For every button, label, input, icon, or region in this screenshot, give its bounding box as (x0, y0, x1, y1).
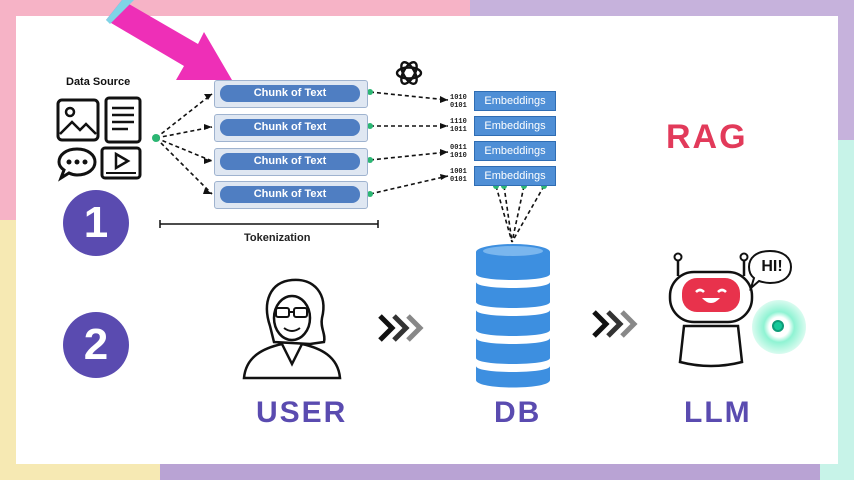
pointer-arrow-icon (106, 0, 232, 80)
tokenization-label: Tokenization (244, 232, 311, 244)
user-avatar-icon (242, 278, 342, 380)
embeddings-box: Embeddings (474, 116, 556, 136)
robot-llm-icon (668, 252, 754, 368)
speech-bubble (747, 249, 793, 292)
chat-bubble-icon (57, 147, 97, 182)
step-1-badge: 1 (63, 190, 129, 256)
arrow-db-to-llm-icon (592, 310, 638, 338)
chunk-box: Chunk of Text (214, 181, 368, 209)
diagram-card (16, 16, 838, 464)
openai-logo-icon (395, 61, 423, 85)
database-icon (476, 244, 550, 388)
user-label: USER (256, 396, 348, 429)
chunk-box: Chunk of Text (214, 148, 368, 176)
text-document-icon (104, 96, 142, 144)
image-document-icon (56, 98, 100, 142)
db-label: DB (494, 396, 542, 429)
embeddings-box: Embeddings (474, 141, 556, 161)
arrow-user-to-db-icon (378, 314, 424, 342)
data-source-label: Data Source (66, 76, 131, 88)
cursor-dot-icon (772, 320, 784, 332)
embeddings-box: Embeddings (474, 91, 556, 111)
chunk-label: Chunk of Text (220, 119, 360, 136)
chunk-label: Chunk of Text (220, 153, 360, 170)
embeddings-box: Embeddings (474, 166, 556, 186)
rag-title: RAG (666, 118, 748, 156)
step-2-badge: 2 (63, 312, 129, 378)
llm-label: LLM (684, 396, 752, 429)
chunk-box: Chunk of Text (214, 114, 368, 142)
chunk-label: Chunk of Text (220, 85, 360, 102)
speech-text: HI! (761, 258, 783, 275)
chunk-label: Chunk of Text (220, 186, 360, 203)
video-player-icon (100, 146, 142, 180)
chunk-box: Chunk of Text (214, 80, 368, 108)
